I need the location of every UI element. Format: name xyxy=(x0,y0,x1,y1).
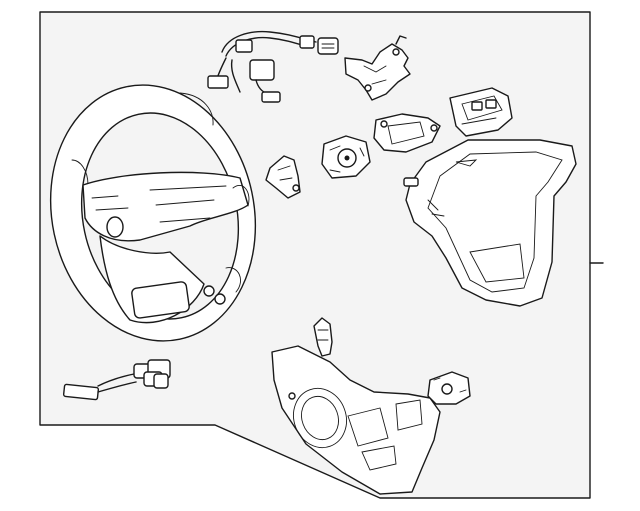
jumper-harness[interactable] xyxy=(62,359,171,401)
small-clip[interactable] xyxy=(313,317,333,357)
mounting-bracket[interactable] xyxy=(344,35,411,101)
right-control-switch[interactable] xyxy=(449,87,513,137)
steering-wheel-assembly[interactable] xyxy=(27,66,278,360)
wheel-trim-cover[interactable] xyxy=(403,139,577,307)
switch-clip[interactable] xyxy=(265,155,301,199)
switch-bezel[interactable] xyxy=(373,113,441,153)
rear-cover[interactable] xyxy=(271,345,441,495)
wiring-harness[interactable] xyxy=(207,30,339,103)
lower-switch[interactable] xyxy=(427,371,471,405)
center-switch[interactable] xyxy=(321,135,371,179)
